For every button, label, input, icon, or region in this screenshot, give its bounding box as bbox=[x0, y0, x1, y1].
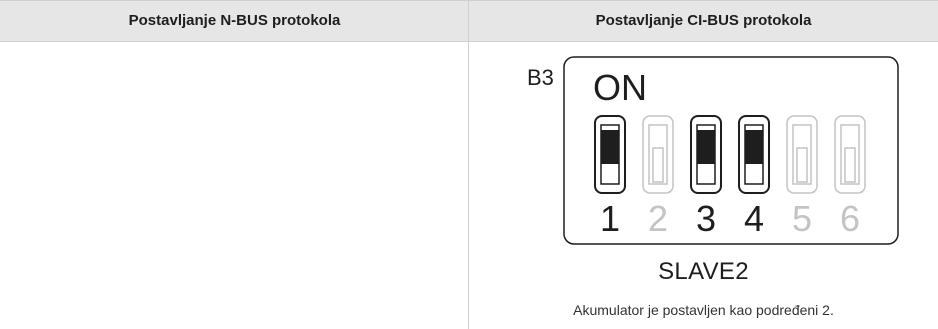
dip-switch-number: 1 bbox=[600, 198, 620, 239]
dip-switch-knob bbox=[745, 130, 763, 164]
dip-block-label: B3 bbox=[527, 65, 554, 90]
dip-switch-4: 4 bbox=[738, 115, 770, 239]
column-divider bbox=[468, 0, 469, 329]
dip-switch-number: 5 bbox=[792, 198, 812, 239]
dip-switch-knob bbox=[652, 147, 664, 183]
dip-switch-knob bbox=[796, 147, 808, 183]
dip-switch-6: 6 bbox=[834, 115, 866, 239]
header-cibus: Postavljanje CI-BUS protokola bbox=[595, 12, 812, 29]
dip-switch-3: 3 bbox=[690, 115, 722, 239]
dip-switch-knob bbox=[844, 147, 856, 183]
dip-switch-knob bbox=[601, 130, 619, 164]
dip-switch-1: 1 bbox=[594, 115, 626, 239]
dip-switch-number: 4 bbox=[744, 198, 764, 239]
dip-switch-2: 2 bbox=[642, 115, 674, 239]
dip-switch-number: 2 bbox=[648, 198, 668, 239]
dip-switch-knob bbox=[697, 130, 715, 164]
mode-label: SLAVE2 bbox=[658, 258, 749, 285]
dip-on-label: ON bbox=[593, 67, 647, 108]
dip-switch-number: 3 bbox=[696, 198, 716, 239]
table-header-row: Postavljanje N-BUS protokola Postavljanj… bbox=[0, 0, 938, 42]
dip-switch-housing bbox=[563, 56, 899, 245]
dip-switch-5: 5 bbox=[786, 115, 818, 239]
caption: Akumulator je postavljen kao podređeni 2… bbox=[573, 302, 834, 318]
header-nbus: Postavljanje N-BUS protokola bbox=[128, 12, 341, 29]
dip-switch-number: 6 bbox=[840, 198, 860, 239]
